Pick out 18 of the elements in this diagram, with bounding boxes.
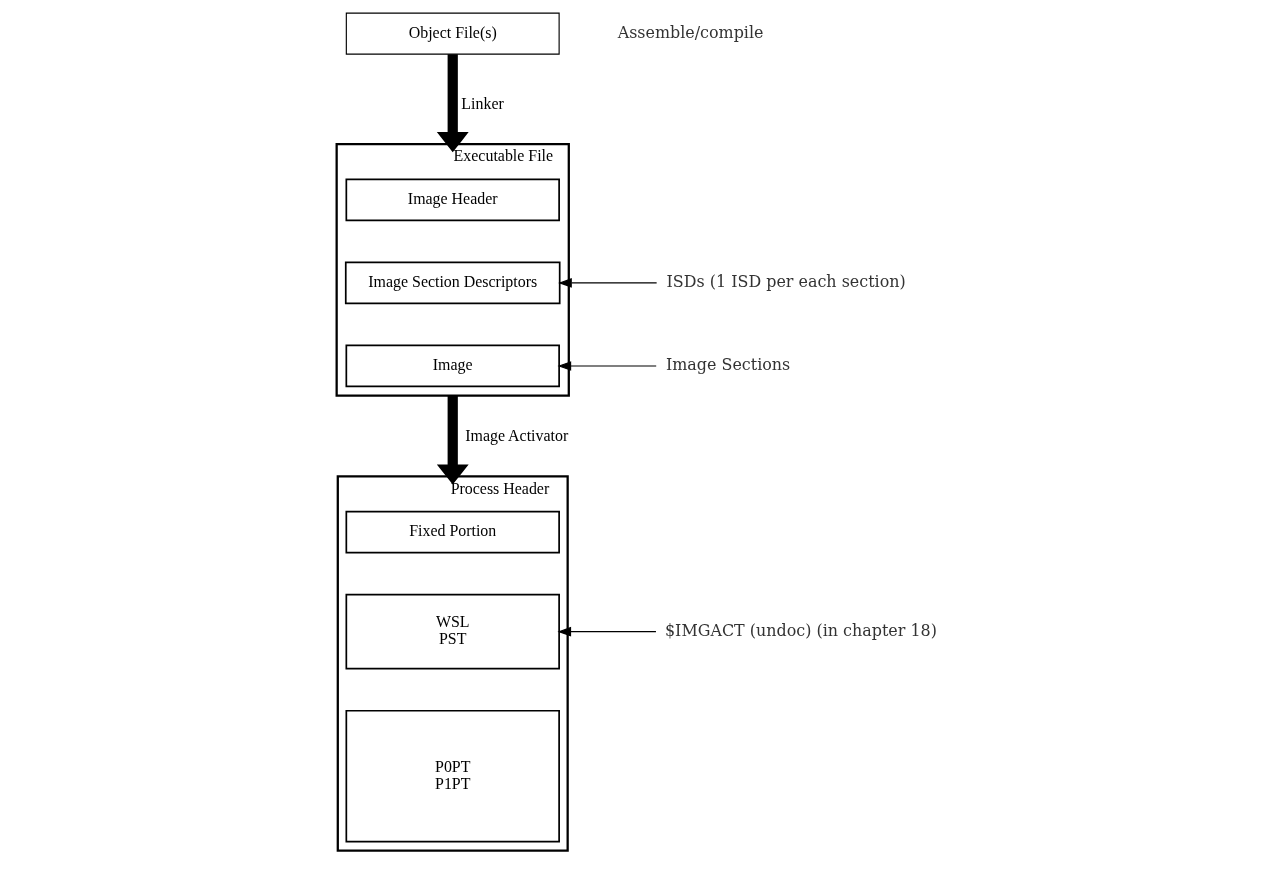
node-text: Image Sections (665, 355, 791, 375)
label: Assemble/compile (617, 22, 764, 42)
node-box: Image Section Descriptors (344, 261, 561, 305)
arrow (558, 278, 658, 288)
node-box: Fixed Portion (345, 510, 560, 554)
node-box: Image Header (345, 178, 560, 222)
node-text: ISDs (1 ISD per each section) (666, 272, 906, 292)
node-box: Image (345, 344, 560, 388)
arrow (436, 54, 469, 153)
node-box: P0PT P1PT (345, 709, 560, 843)
edge-label: Image Activator (465, 427, 569, 445)
edge-label: Linker (461, 95, 504, 112)
arrow (436, 395, 469, 485)
node-box: WSL PST (345, 593, 560, 670)
node-text: $IMGACT (undoc) (in chapter 18) (664, 620, 937, 640)
node-box: Object File(s) (345, 12, 560, 55)
arrow (557, 626, 657, 637)
arrow (557, 361, 657, 371)
